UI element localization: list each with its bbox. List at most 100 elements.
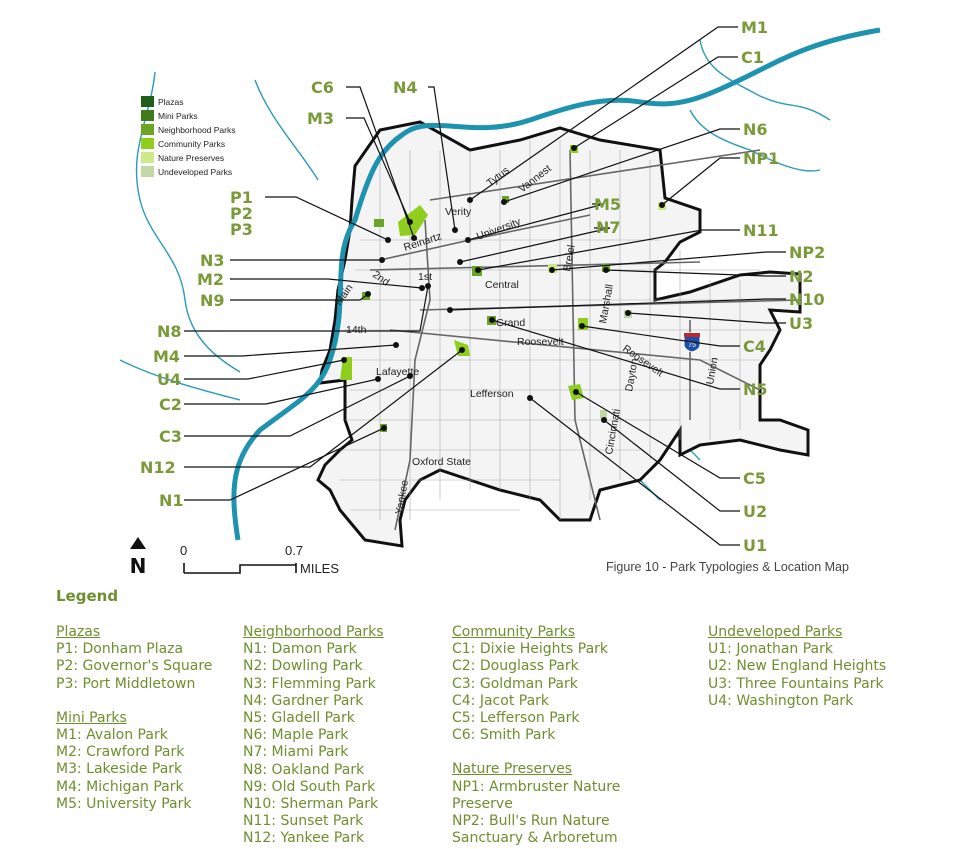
legend-swatch: [141, 152, 154, 163]
legend-item: C5: Lefferson Park: [452, 710, 580, 727]
callout-label: M5: [594, 195, 621, 214]
legend-label: Nature Preserves: [158, 153, 224, 163]
legend-item: N9: Old South Park: [243, 778, 376, 795]
legend-swatch: [141, 138, 154, 149]
legend-item: P3: Port Middletown: [56, 675, 196, 692]
legend-item: N2: Dowling Park: [243, 658, 363, 675]
street-label: Dayton: [623, 358, 641, 393]
legend-column-3: Community Parks C1: Dixie Heights Park C…: [452, 624, 620, 847]
legend-item: U3: Three Fountains Park: [708, 675, 884, 692]
callout-label: M3: [307, 109, 334, 128]
callout-label: N11: [743, 221, 779, 240]
callout-label: NP2: [789, 243, 825, 262]
legend-label: Plazas: [158, 97, 184, 107]
legend-item: N7: Miami Park: [243, 744, 349, 761]
main-river: [231, 27, 881, 541]
callout-label: N5: [743, 380, 768, 399]
legend-item: NP1: Armbruster Nature: [452, 778, 621, 795]
street-label: Roosevelt: [517, 336, 564, 348]
city-boundary: [316, 120, 810, 548]
callout-label: NP1: [743, 149, 779, 168]
legend-item: NP2: Bull's Run Nature: [452, 813, 610, 830]
legend-item: N8: Oakland Park: [243, 761, 365, 778]
callout-label: U1: [743, 536, 767, 555]
legend-item: C3: Goldman Park: [452, 675, 578, 692]
north-arrow-icon: N: [130, 537, 147, 578]
legend-item: M1: Avalon Park: [56, 727, 168, 744]
legend-swatch: [141, 166, 154, 177]
scale-bar: 0 0.7 MILES: [180, 543, 339, 576]
legend-item: P1: Donham Plaza: [56, 641, 184, 658]
legend-item: M5: University Park: [56, 795, 192, 812]
legend-label: Community Parks: [158, 139, 225, 149]
legend-heading: Nature Preserves: [452, 761, 573, 778]
legend-swatch: [141, 110, 154, 121]
park-area: [374, 219, 384, 227]
street-label: Central: [485, 279, 519, 291]
legend-title: Legend: [56, 587, 119, 605]
legend-heading: Undeveloped Parks: [708, 624, 843, 640]
legend-item: M4: Michigan Park: [56, 778, 184, 795]
street-label: 14th: [346, 324, 367, 336]
legend-heading: Mini Parks: [56, 709, 127, 726]
legend-item: M2: Crawford Park: [56, 744, 185, 761]
legend-item: C2: Douglass Park: [452, 658, 579, 675]
legend-item: U2: New England Heights: [708, 658, 887, 675]
callout-label: P1: [230, 188, 253, 207]
figure-caption: Figure 10 - Park Typologies & Location M…: [606, 560, 849, 574]
callout-label: N8: [157, 322, 182, 341]
park-area: [398, 205, 428, 236]
callout-label: M1: [741, 18, 768, 37]
callout-label: N12: [140, 458, 176, 477]
legend-swatch: [141, 96, 154, 107]
callout-label: M2: [197, 270, 224, 289]
street-label: Verity: [445, 206, 472, 218]
legend-item: N1: Damon Park: [243, 641, 357, 658]
callout-label: C1: [741, 48, 764, 67]
legend-item: N6: Maple Park: [243, 727, 349, 744]
callout-labels-left: C6 M3 N4 P1 P2 P3 N3 M2 N9 N8 M4 U4 C2 C…: [140, 78, 418, 510]
street-label: Union: [704, 356, 721, 385]
legend-item: N10: Sherman Park: [243, 796, 379, 813]
street-label: 1st: [418, 271, 432, 283]
interstate-number: 75: [688, 342, 696, 349]
callout-label: N10: [789, 290, 825, 309]
legend-item: N12: Yankee Park: [243, 830, 365, 847]
legend-item: C6: Smith Park: [452, 727, 556, 744]
legend-item: P2: Governor's Square: [56, 658, 213, 675]
legend-heading: Plazas: [56, 624, 101, 640]
callout-label: C5: [743, 469, 766, 488]
legend-heading: Community Parks: [452, 624, 576, 640]
callout-label: U3: [789, 314, 813, 333]
callout-label: M4: [153, 347, 180, 366]
legend-item: M3: Lakeside Park: [56, 761, 183, 778]
street-label: Yankee: [393, 479, 411, 516]
callout-label: N7: [596, 218, 621, 237]
callout-label: N1: [159, 491, 184, 510]
street-label: Lefferson: [470, 388, 514, 400]
callout-label: N4: [393, 78, 418, 97]
park-location-map: Tytus Vannest Verity University Reinartz…: [119, 18, 881, 578]
callout-label: U2: [743, 502, 767, 521]
map-legend: Plazas Mini Parks Neighborhood Parks Com…: [141, 96, 236, 177]
legend-item: N4: Gardner Park: [243, 692, 364, 709]
scale-zero: 0: [180, 543, 187, 558]
legend-item: Sanctuary & Arboretum: [452, 830, 618, 847]
callout-label: P3: [230, 220, 253, 239]
legend-item: N3: Flemming Park: [243, 675, 376, 692]
legend-column-1: Plazas P1: Donham Plaza P2: Governor's S…: [56, 624, 212, 813]
callout-points: [341, 145, 665, 431]
callout-leaders: [184, 26, 786, 546]
callout-label: N2: [789, 267, 814, 286]
legend-item: N11: Sunset Park: [243, 813, 364, 830]
scale-distance: 0.7: [285, 543, 303, 558]
north-label: N: [130, 554, 147, 578]
legend-item: U1: Jonathan Park: [708, 641, 833, 658]
legend-label: Undeveloped Parks: [158, 167, 232, 177]
callout-label: C6: [311, 78, 334, 97]
callout-label: P2: [230, 204, 253, 223]
legend-column-2: Neighborhood Parks N1: Damon Park N2: Do…: [243, 624, 384, 848]
callout-label: N6: [743, 120, 768, 139]
street-label: Grand: [496, 317, 525, 329]
callout-labels-right: M1 C1 N6 NP1 M5 N7 N11 NP2 N2 N10 U3 C4 …: [594, 18, 825, 555]
